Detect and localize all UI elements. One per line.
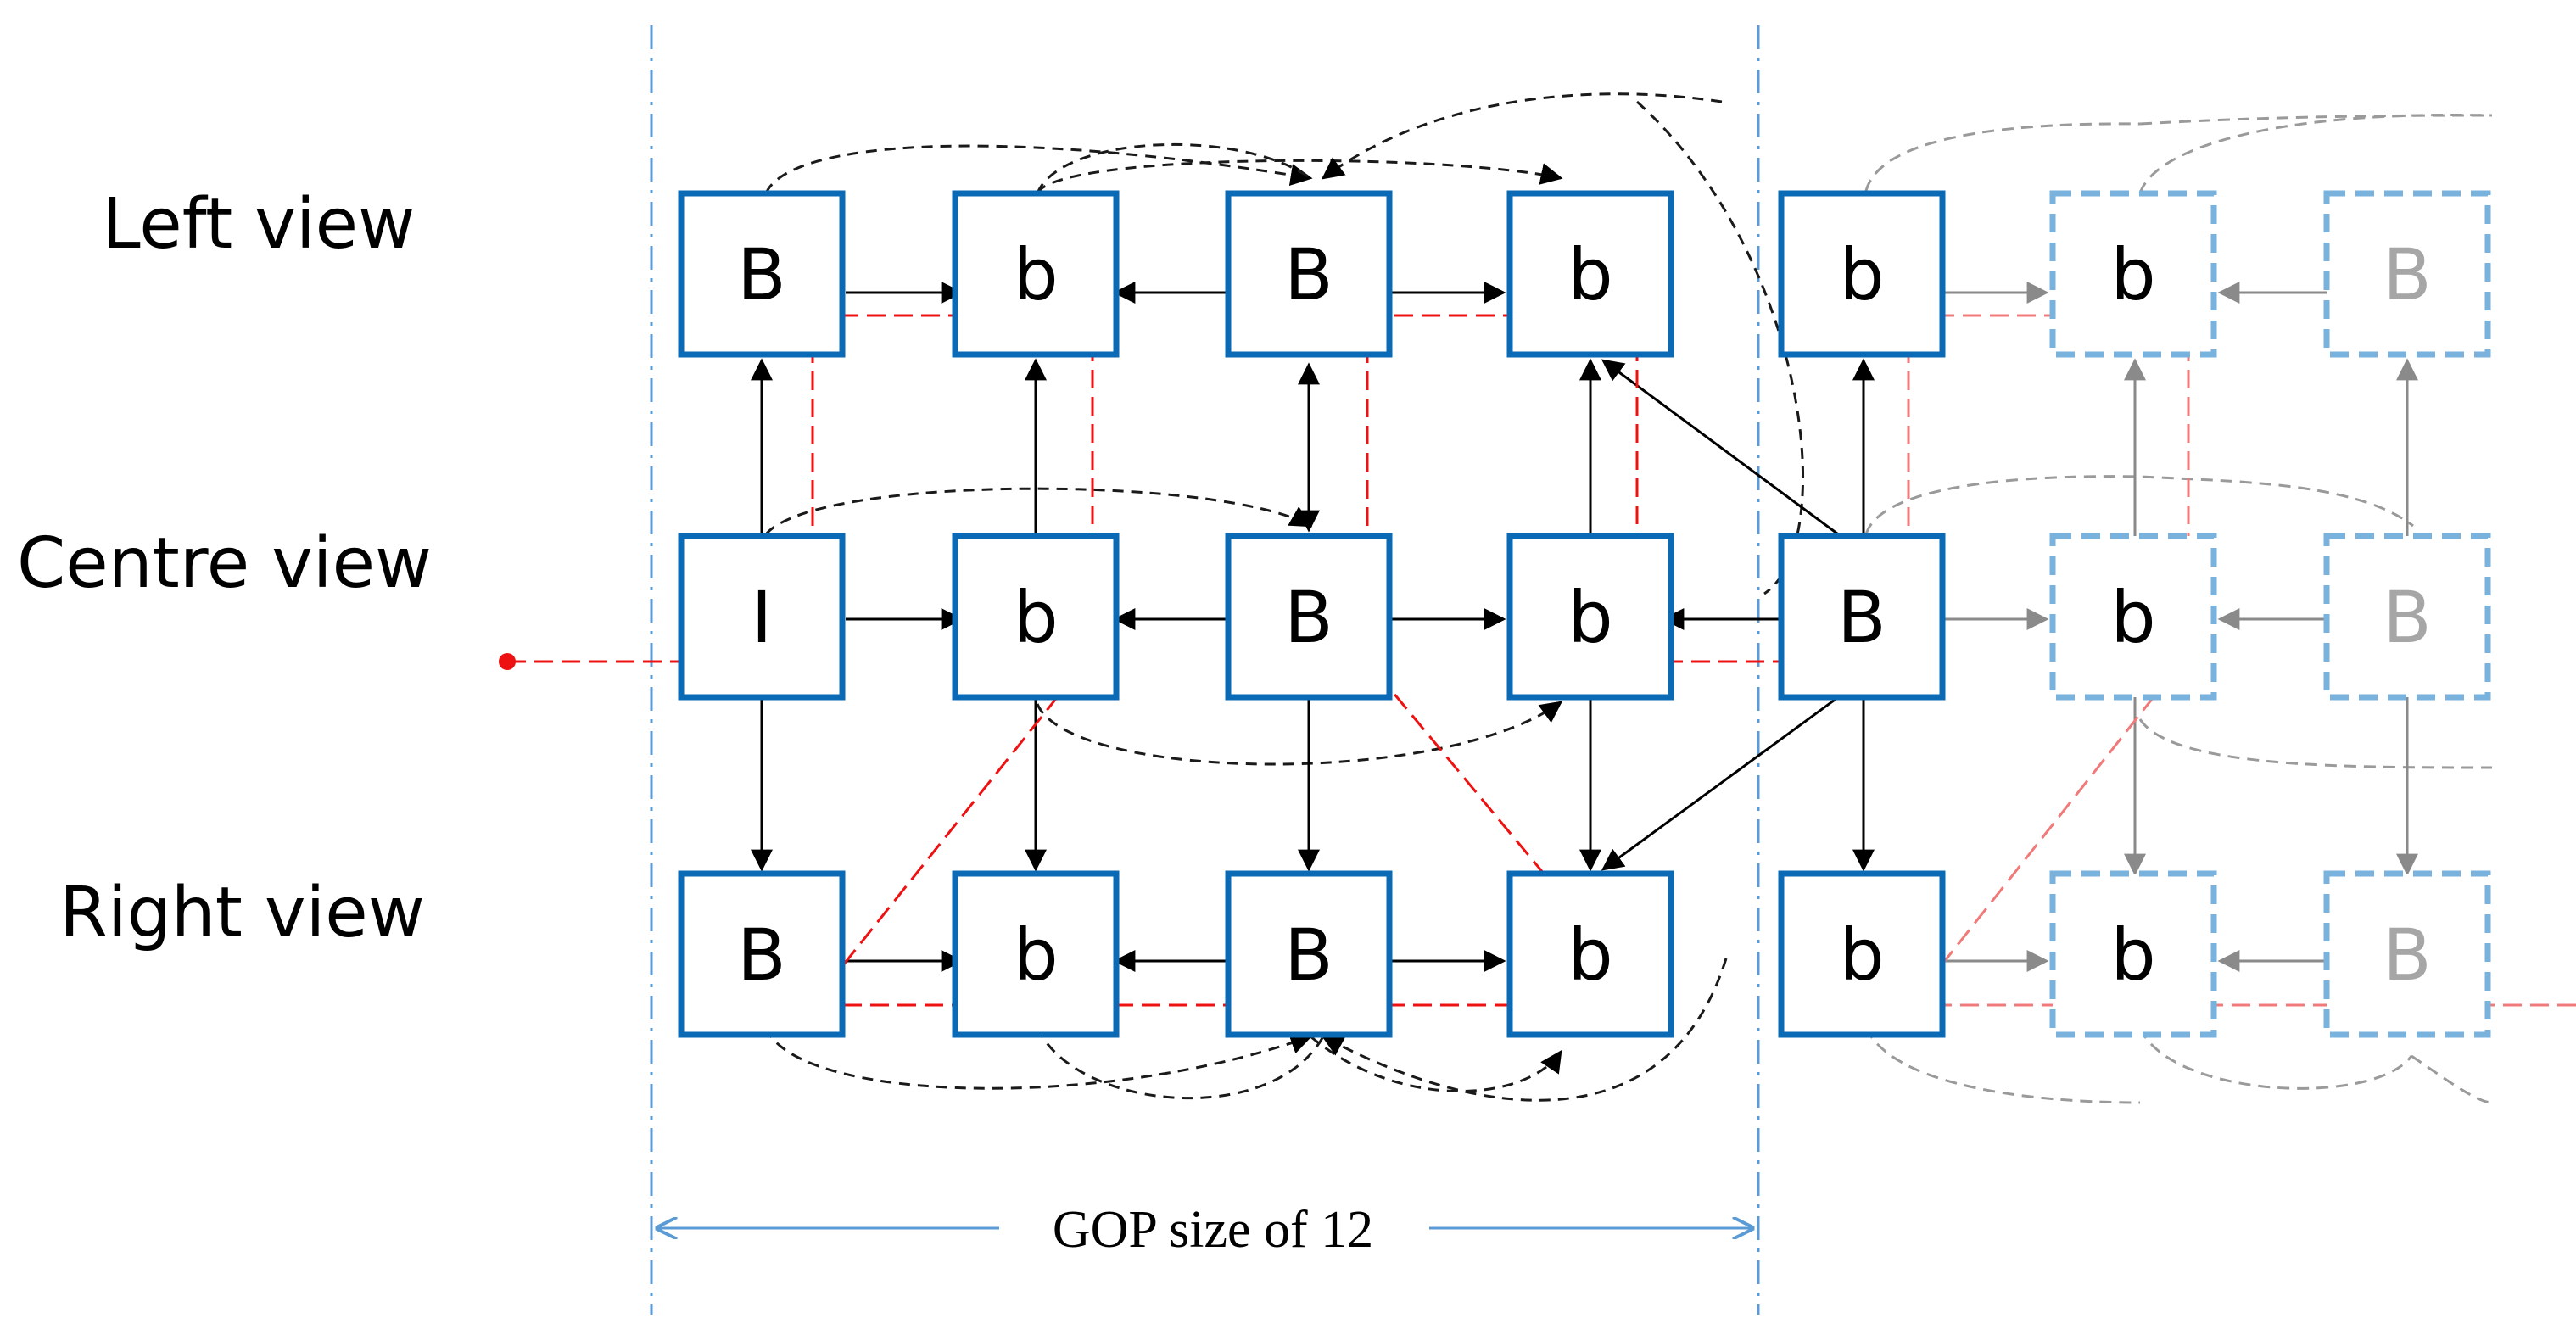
frame-label: b (1567, 913, 1612, 997)
frame-box: B (678, 870, 846, 1038)
frame-border (952, 870, 1120, 1038)
frame-label: B (1284, 576, 1333, 659)
frame-border (1506, 190, 1674, 358)
frame-label: b (1013, 576, 1058, 659)
frame-border (2323, 870, 2491, 1038)
frame-label: B (2383, 913, 2432, 997)
frame-border (2323, 533, 2491, 701)
frame-border (1506, 870, 1674, 1038)
frame-label: b (1839, 913, 1884, 997)
frame-box: b (952, 190, 1120, 358)
gop-boundaries (650, 25, 1760, 1315)
frame-box: b (1778, 190, 1946, 358)
row-label-left: Left view (102, 184, 415, 265)
frame-label: b (2110, 233, 2155, 316)
frame-border (1778, 870, 1946, 1038)
frame-label: B (737, 913, 786, 997)
frame-label: B (1284, 233, 1333, 316)
frame-box: b (2049, 190, 2217, 358)
frame-box: b (1506, 870, 1674, 1038)
frame-box: b (952, 533, 1120, 701)
temporal-curves (764, 92, 1805, 1102)
frame-border (2049, 870, 2217, 1038)
frame-border (2049, 190, 2217, 358)
frame-box: b (2049, 533, 2217, 701)
frame-label: b (1567, 233, 1612, 316)
frame-label: I (752, 576, 773, 659)
frame-box: b (2049, 870, 2217, 1038)
frame-box: B (2323, 870, 2491, 1038)
frame-border (1225, 870, 1393, 1038)
frame-border (2049, 533, 2217, 701)
frame-label: B (2383, 576, 2432, 659)
frame-border (1225, 533, 1393, 701)
frame-box: B (2323, 533, 2491, 701)
frame-box: I (678, 533, 846, 701)
frame-label: b (2110, 576, 2155, 659)
next-gop-arrows (1941, 282, 2418, 972)
frame-box: b (1778, 870, 1946, 1038)
frame-label: b (1839, 233, 1884, 316)
frame-border (1506, 533, 1674, 701)
frame-box: B (1778, 533, 1946, 701)
frame-border (1778, 190, 1946, 358)
row-label-centre: Centre view (17, 523, 432, 604)
frame-label: b (1567, 576, 1612, 659)
frame-box: B (1225, 190, 1393, 358)
frame-label: B (1837, 576, 1886, 659)
frame-box: b (1506, 190, 1674, 358)
frame-box: b (952, 870, 1120, 1038)
gop-label: GOP size of 12 (1053, 1201, 1373, 1259)
next-gop-temporal-curves (1864, 113, 2493, 1104)
frame-box: B (1225, 533, 1393, 701)
frame-label: b (1013, 913, 1058, 997)
frame-border (678, 870, 846, 1038)
frame-label: B (1284, 913, 1333, 997)
frame-border (678, 533, 846, 701)
frame-label: B (737, 233, 786, 316)
frame-box: B (2323, 190, 2491, 358)
frame-border (952, 190, 1120, 358)
frame-label: B (2383, 233, 2432, 316)
frame-label: b (2110, 913, 2155, 997)
frame-border (2323, 190, 2491, 358)
frame-box: B (678, 190, 846, 358)
frame-border (1778, 533, 1946, 701)
frame-box: B (1225, 870, 1393, 1038)
frame-box: b (1506, 533, 1674, 701)
row-label-right: Right view (59, 873, 425, 953)
frame-border (1225, 190, 1393, 358)
frame-label: b (1013, 233, 1058, 316)
frame-border (952, 533, 1120, 701)
frame-border (678, 190, 846, 358)
